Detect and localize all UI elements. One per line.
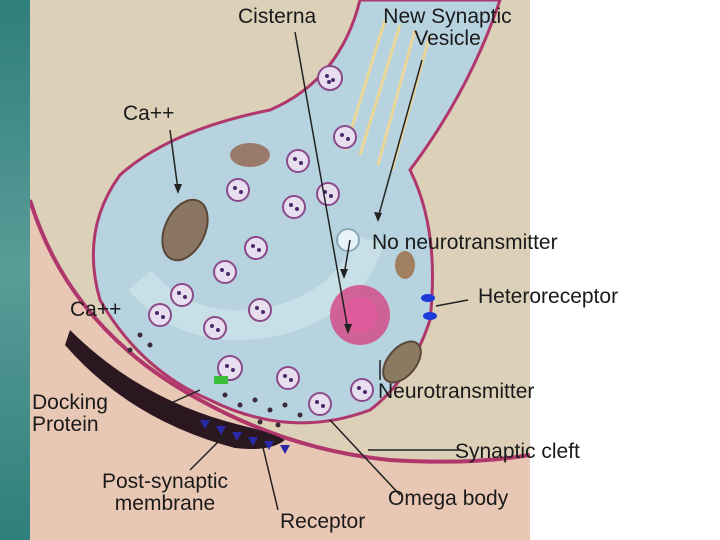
leader-lines (159, 31, 469, 511)
label-new-synaptic-vesicle: New Synaptic Vesicle (365, 6, 530, 50)
label-no-neurotransmitter: No neurotransmitter (372, 231, 558, 254)
label-post-synaptic-membrane-line2: membrane (114, 492, 216, 515)
label-ca-top: Ca++ (123, 102, 175, 125)
synaptic-vesicles (148, 65, 374, 416)
label-cisterna: Cisterna (238, 5, 317, 28)
label-neurotransmitter: Neurotransmitter (378, 380, 535, 403)
mitochondrion-left (161, 198, 209, 262)
mitochondrion-top (230, 143, 270, 167)
terminal-highlight (128, 234, 385, 340)
label-ca-left: Ca++ (70, 298, 122, 321)
label-heteroreceptor: Heteroreceptor (478, 286, 618, 308)
label-docking-protein: Docking Protein (32, 392, 162, 436)
vesicle-contents (155, 74, 367, 408)
label-new-synaptic-vesicle-line2: Vesicle (414, 27, 481, 50)
slide-accent-bar (0, 0, 30, 540)
post-synaptic-cell (30, 200, 530, 540)
heteroreceptor-2 (423, 312, 437, 320)
label-synaptic-cleft: Synaptic cleft (455, 441, 580, 463)
label-post-synaptic-membrane-line1: Post-synaptic (101, 470, 229, 493)
cleft-density-band (65, 330, 285, 449)
post-synaptic-membrane-line (30, 199, 530, 464)
receptors (200, 420, 290, 454)
label-heteroreceptor-text: Heteroreceptor (478, 285, 619, 308)
label-new-synaptic-vesicle-line1: New Synaptic (383, 5, 512, 28)
label-synaptic-cleft-text: Synaptic cleft (455, 440, 580, 463)
label-docking-protein-line2: Protein (32, 413, 99, 436)
arrowheads (174, 184, 382, 334)
mitochondrion-small (395, 251, 415, 279)
label-receptor: Receptor (280, 510, 366, 533)
label-post-synaptic-membrane: Post-synaptic membrane (80, 471, 250, 515)
heteroreceptor-1 (421, 294, 435, 302)
mitochondrion-right (382, 340, 422, 384)
docking-protein-marker (214, 376, 228, 384)
label-docking-protein-line1: Docking (32, 391, 108, 414)
released-neurotransmitter (127, 332, 303, 428)
label-omega-body: Omega body (388, 487, 509, 510)
synapse-diagram: Cisterna New Synaptic Vesicle Ca++ No ne… (30, 0, 618, 540)
synapse-illustration (30, 0, 530, 540)
